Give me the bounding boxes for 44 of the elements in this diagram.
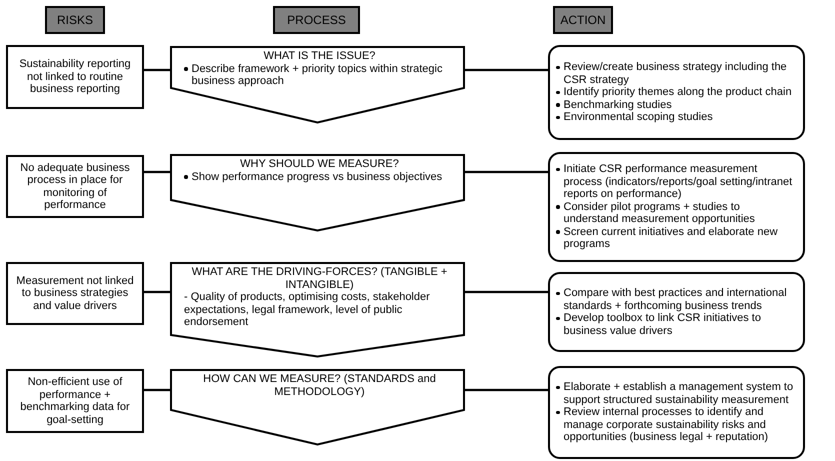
risk-text: Non-efficient use of performance + benchmarking data for goal-setting	[19, 376, 131, 426]
process-heading: WHAT IS THE ISSUE?	[262, 50, 376, 62]
connector-line	[144, 170, 170, 174]
process-heading: HOW CAN WE MEASURE? (STANDARDS and METHODOLOGY)	[202, 373, 437, 398]
risk-box	[6, 369, 144, 433]
risk-text: Sustainability reporting not linked to routine business reporting	[18, 58, 132, 96]
action-item: Develop toolbox to link CSR initiatives to business value drivers	[564, 312, 762, 337]
connector-line	[465, 388, 548, 392]
action-box	[548, 152, 805, 262]
header-text: ACTION	[560, 13, 606, 27]
process-description: - Quality of products, optimising costs, stakeholder expectations, legal framework, level of public endorsement	[184, 291, 431, 328]
connector-line	[465, 170, 548, 174]
header-text: PROCESS	[287, 13, 346, 27]
connector-line	[144, 388, 170, 392]
action-item: Benchmarking studies	[564, 98, 672, 112]
action-item: Environmental scoping studies	[564, 111, 713, 124]
column-header-box	[273, 6, 360, 34]
action-item: Screen current initiatives and elaborate new programs	[564, 226, 779, 251]
process-heading: WHY SHOULD WE MEASURE?	[239, 158, 400, 170]
process-description: Show performance progress vs business objectives	[192, 170, 442, 183]
risk-text: Measurement not linked to business strategies and value drivers	[15, 274, 135, 312]
connector-line	[465, 68, 548, 72]
action-box	[548, 366, 805, 459]
column-header-box	[45, 6, 105, 34]
action-item: Consider pilot programs + studies to understand measurement opportunities	[564, 200, 756, 226]
risk-box	[6, 155, 144, 218]
risk-box	[6, 45, 144, 109]
process-description: Describe framework + priority topics within strategic business approach	[192, 62, 444, 88]
action-item: Elaborate + establish a management system to support structured sustainability measurement	[564, 381, 794, 406]
process-heading: WHAT ARE THE DRIVING-FORCES? (TANGIBLE + INTANGIBLE)	[190, 266, 448, 291]
connector-line	[144, 290, 170, 294]
action-item: Review internal processes to identify and manage corporate sustainability risks and opportunities (business legal + reputation)	[564, 406, 770, 444]
connector-line	[465, 290, 548, 294]
risk-box	[6, 262, 144, 325]
action-item: Identify priority themes along the product chain	[564, 86, 792, 99]
action-box	[548, 45, 805, 140]
column-header-box	[553, 6, 613, 34]
action-item: Initiate CSR performance measurement process (indicators/reports/goal setting/intranet reports on performance)	[564, 163, 794, 201]
header-text: RISKS	[56, 13, 93, 27]
action-item: Compare with best practices and international standards + forthcoming business trends	[564, 287, 788, 312]
action-item: Review/create business strategy including the CSR strategy	[564, 61, 788, 86]
action-box	[548, 272, 805, 352]
risk-text: No adequate business process in place for monitoring of performance	[19, 162, 131, 212]
connector-line	[144, 68, 170, 72]
